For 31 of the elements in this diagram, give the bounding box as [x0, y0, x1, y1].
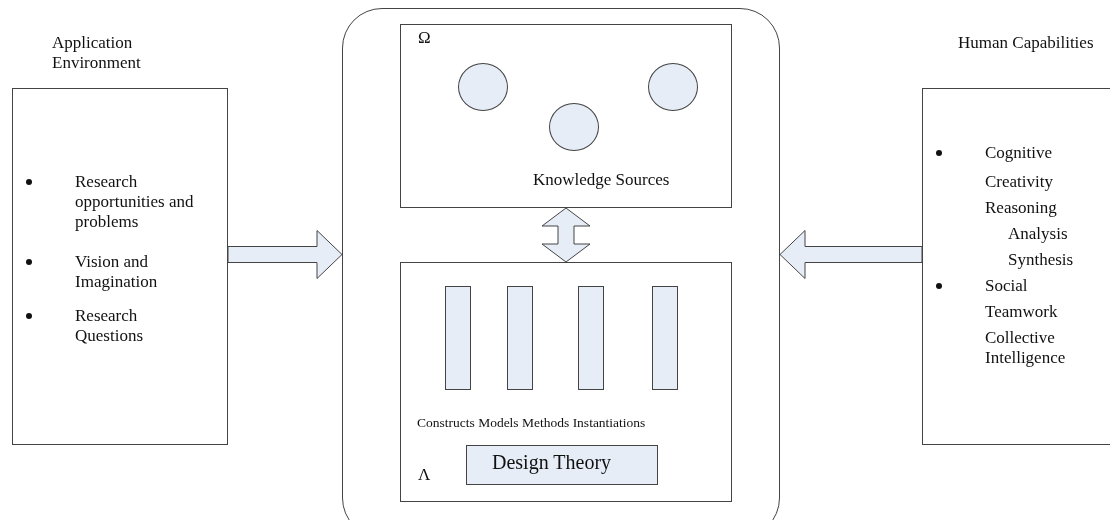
caption-text: Constructs Models Methods Instantiations — [417, 414, 646, 432]
circle-shape — [458, 63, 508, 111]
bar-shape — [445, 286, 471, 390]
list-item: Research opportunities and problems — [75, 172, 195, 232]
caption-text: Knowledge Sources — [533, 170, 670, 190]
bar-shape — [507, 286, 533, 390]
list-item: Creativity — [985, 172, 1054, 192]
block-arrow — [541, 207, 591, 263]
list-item: Analysis — [1008, 224, 1069, 244]
list-item: Social — [985, 276, 1029, 296]
list-item: Synthesis — [1008, 250, 1075, 270]
list-item: Teamwork — [985, 302, 1059, 322]
block-arrow — [779, 230, 923, 279]
panel-box — [400, 24, 732, 208]
symbol-label: Ω — [418, 28, 431, 48]
label-text: Design Theory — [492, 452, 612, 472]
heading: Human Capabilities — [958, 33, 1095, 53]
label-box — [466, 445, 658, 485]
circle-shape — [648, 63, 698, 111]
panel-box — [400, 262, 732, 502]
block-arrow — [227, 230, 343, 279]
symbol-label: Λ — [418, 465, 431, 485]
list-item: Reasoning — [985, 198, 1058, 218]
bar-shape — [578, 286, 604, 390]
list-item: Collective Intelligence — [985, 328, 1067, 368]
bar-shape — [652, 286, 678, 390]
list-item: Cognitive — [985, 143, 1054, 163]
list-item: Vision and Imagination — [75, 252, 159, 292]
list-item: Research Questions — [75, 306, 144, 346]
heading: Application Environment — [52, 33, 142, 73]
circle-shape — [549, 103, 599, 151]
